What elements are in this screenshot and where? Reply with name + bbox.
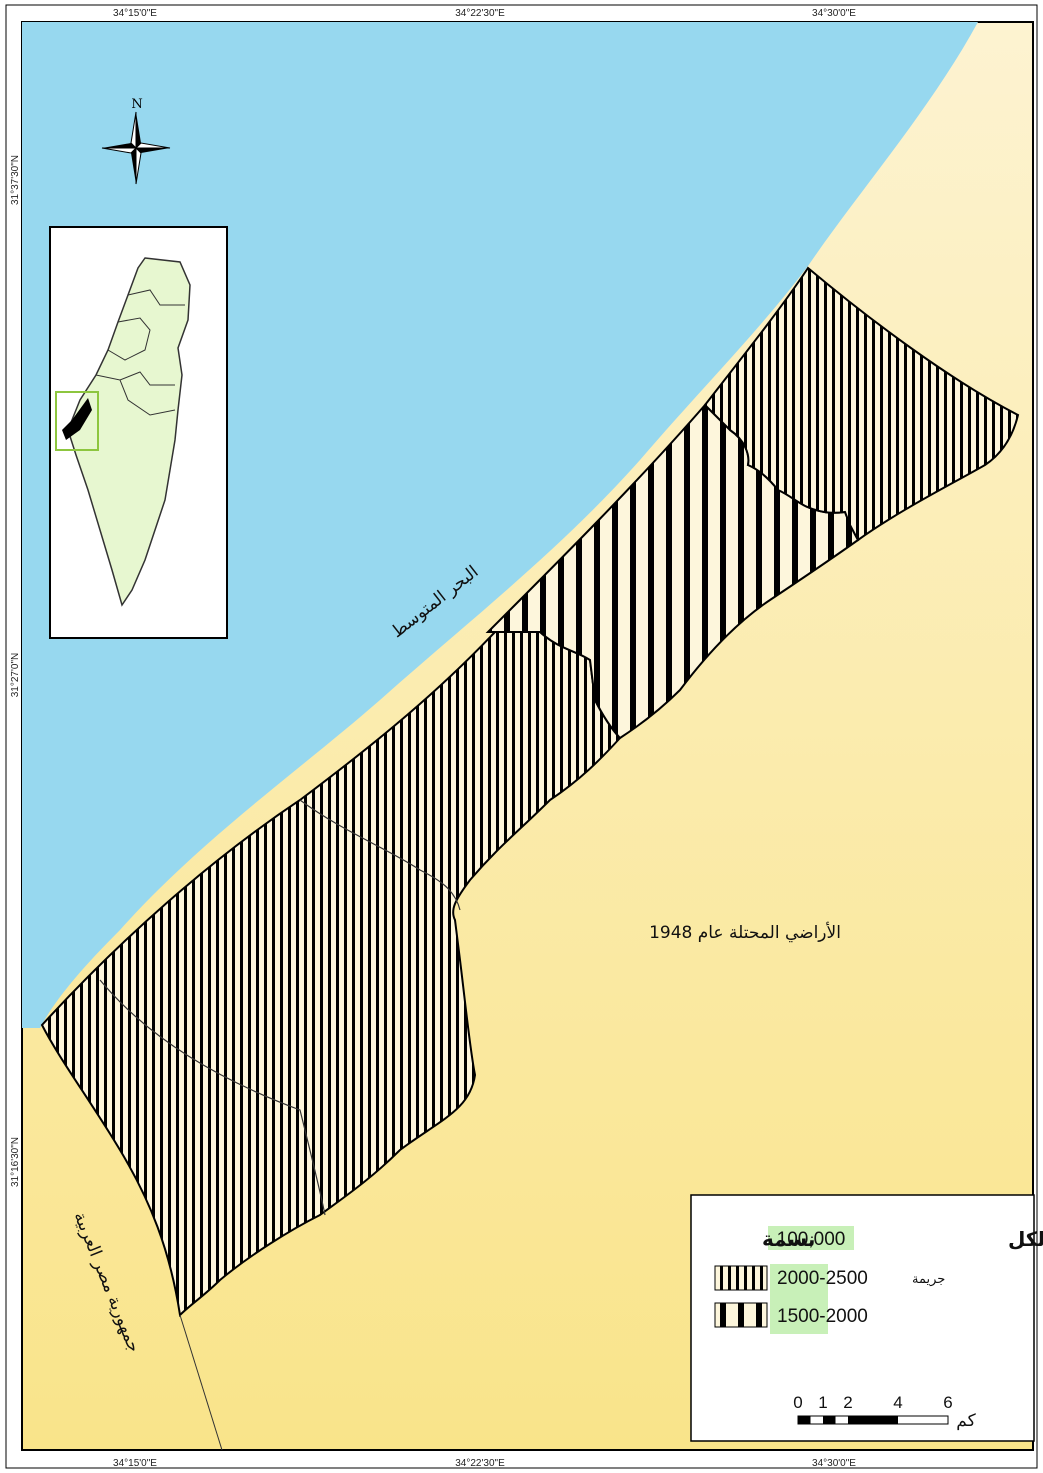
coord-bottom-3: 34°30'0"E	[812, 1458, 856, 1469]
scale-tick-6: 6	[943, 1393, 952, 1412]
north-arrow-icon	[101, 111, 171, 185]
scale-tick-1: 1	[818, 1393, 827, 1412]
coord-left-3: 31°16'30"N	[10, 1137, 21, 1187]
region-dense-south	[40, 631, 622, 1318]
coord-top-3: 34°30'0"E	[812, 8, 856, 19]
scale-tick-0: 0	[793, 1393, 802, 1412]
coord-top-2: 34°22'30"E	[455, 8, 505, 19]
coord-bottom-1: 34°15'0"E	[113, 1458, 157, 1469]
legend-title-text: الجرائم العامة لكل	[1008, 1227, 1043, 1251]
legend-title-number: 100,000	[777, 1229, 846, 1250]
legend-title-unit: نسمة	[762, 1227, 815, 1251]
north-label: N	[131, 97, 142, 112]
scale-tick-4: 4	[893, 1393, 902, 1412]
coord-bottom-2: 34°22'30"E	[455, 1458, 505, 1469]
coord-top-1: 34°15'0"E	[113, 8, 157, 19]
scale-bar: 0 1 2 4 6 كم	[793, 1393, 976, 1431]
coord-left-1: 31°37'30"N	[10, 155, 21, 205]
scale-tick-2: 2	[843, 1393, 852, 1412]
occupied-lands-label: الأراضي المحتلة عام 1948	[649, 922, 841, 943]
legend-class-1-range: 2000-2500	[777, 1268, 868, 1289]
inset-locator-map	[49, 226, 228, 639]
legend-class-2-range: 1500-2000	[777, 1306, 868, 1327]
scale-unit: كم	[956, 1411, 976, 1431]
legend: الجرائم العامة لكل 100,000 نسمة 2000-250…	[690, 1194, 1043, 1442]
mediterranean-sea	[22, 22, 978, 1028]
legend-swatch-wide	[714, 1302, 768, 1328]
inset-gaza-frame	[55, 391, 99, 451]
coord-left-2: 31°27'0"N	[10, 653, 21, 698]
region-dense-north	[703, 266, 1020, 542]
legend-unit-label: جريمة	[912, 1272, 945, 1287]
legend-swatch-dense	[714, 1265, 768, 1291]
